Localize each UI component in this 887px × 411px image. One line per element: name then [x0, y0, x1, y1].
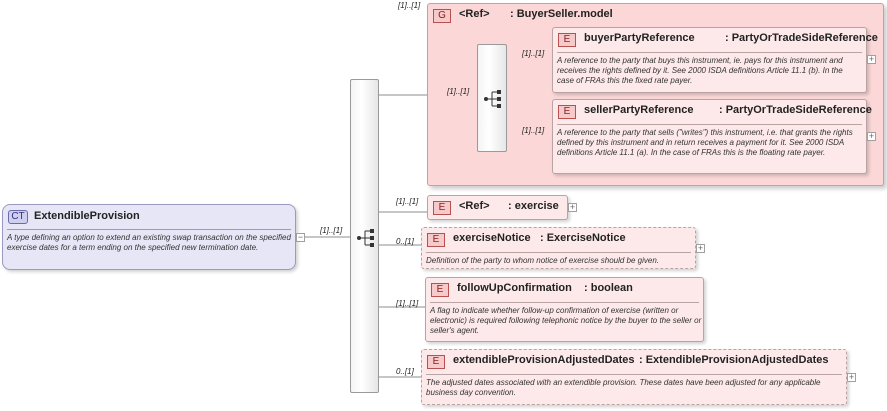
follow-up-cardinality: [1]..[1]: [396, 299, 419, 308]
element-badge: E: [427, 355, 445, 369]
group-ref-label: <Ref>: [459, 8, 490, 20]
root-cardinality: [1]..[1]: [320, 226, 343, 235]
expand-icon[interactable]: +: [568, 202, 577, 212]
adjusted-dates-box[interactable]: E extendibleProvisionAdjustedDates : Ext…: [421, 349, 847, 405]
buyer-party-reference-box[interactable]: E buyerPartyReference : PartyOrTradeSide…: [552, 27, 878, 93]
expand-icon[interactable]: +: [847, 372, 856, 382]
element-separator: [426, 252, 691, 253]
main-sequence-compositor[interactable]: [350, 79, 379, 393]
exercise-notice-name: exerciseNotice: [453, 232, 531, 244]
group-badge: G: [433, 9, 451, 23]
follow-up-confirmation-box[interactable]: E followUpConfirmation : boolean A flag …: [425, 277, 704, 342]
element-badge: E: [558, 105, 576, 119]
seller-element-name: sellerPartyReference: [584, 104, 694, 116]
follow-up-type: : boolean: [584, 282, 633, 294]
expand-icon[interactable]: +: [867, 131, 876, 141]
buyer-cardinality: [1]..[1]: [522, 49, 545, 58]
group-sequence-cardinality: [1]..[1]: [447, 87, 470, 96]
adjusted-dates-description: The adjusted dates associated with an ex…: [426, 378, 821, 397]
sequence-icon: [357, 229, 374, 247]
complex-type-badge: CT: [8, 210, 28, 224]
exercise-ref-name: : exercise: [508, 200, 559, 212]
exercise-notice-type: : ExerciseNotice: [540, 232, 626, 244]
element-separator: [426, 374, 842, 375]
exercise-notice-description: Definition of the party to whom notice o…: [426, 256, 660, 265]
follow-up-name: followUpConfirmation: [457, 282, 572, 294]
element-badge: E: [427, 233, 445, 247]
expand-icon[interactable]: +: [867, 54, 876, 64]
seller-party-reference-box[interactable]: E sellerPartyReference : PartyOrTradeSid…: [552, 99, 872, 174]
sequence-icon: [484, 90, 501, 108]
element-separator: [557, 124, 862, 125]
root-description: A type defining an option to extend an e…: [7, 233, 291, 252]
seller-cardinality: [1]..[1]: [522, 126, 545, 135]
adjusted-dates-type: : ExtendibleProvisionAdjustedDates: [639, 354, 829, 366]
group-sequence-compositor[interactable]: [477, 44, 507, 152]
collapse-icon[interactable]: −: [296, 232, 305, 242]
root-separator: [7, 229, 291, 230]
exercise-notice-cardinality: 0..[1]: [396, 237, 414, 246]
root-type-name: ExtendibleProvision: [34, 210, 140, 222]
element-badge: E: [558, 33, 576, 47]
exercise-notice-box[interactable]: E exerciseNotice : ExerciseNotice Defini…: [421, 227, 696, 269]
element-badge: E: [431, 283, 449, 297]
exercise-ref-box[interactable]: E <Ref> : exercise: [427, 195, 568, 220]
exercise-ref-label: <Ref>: [459, 200, 490, 212]
element-separator: [557, 52, 862, 53]
seller-element-type: : PartyOrTradeSideReference: [719, 104, 872, 116]
adjusted-dates-name: extendibleProvisionAdjustedDates: [453, 354, 635, 366]
buyer-element-type: : PartyOrTradeSideReference: [725, 32, 878, 44]
follow-up-description: A flag to indicate whether follow-up con…: [430, 306, 702, 335]
group-name: : BuyerSeller.model: [510, 8, 613, 20]
exercise-cardinality: [1]..[1]: [396, 197, 419, 206]
element-badge: E: [433, 201, 451, 215]
buyer-description: A reference to the party that buys this …: [557, 56, 843, 85]
buyer-element-name: buyerPartyReference: [584, 32, 695, 44]
root-type-box[interactable]: CT ExtendibleProvision A type defining a…: [2, 204, 296, 270]
adjusted-dates-cardinality: 0..[1]: [396, 367, 414, 376]
element-separator: [430, 302, 699, 303]
seller-description: A reference to the party that sells ("wr…: [557, 128, 853, 157]
group-cardinality: [1]..[1]: [398, 1, 421, 10]
expand-icon[interactable]: +: [696, 243, 705, 253]
